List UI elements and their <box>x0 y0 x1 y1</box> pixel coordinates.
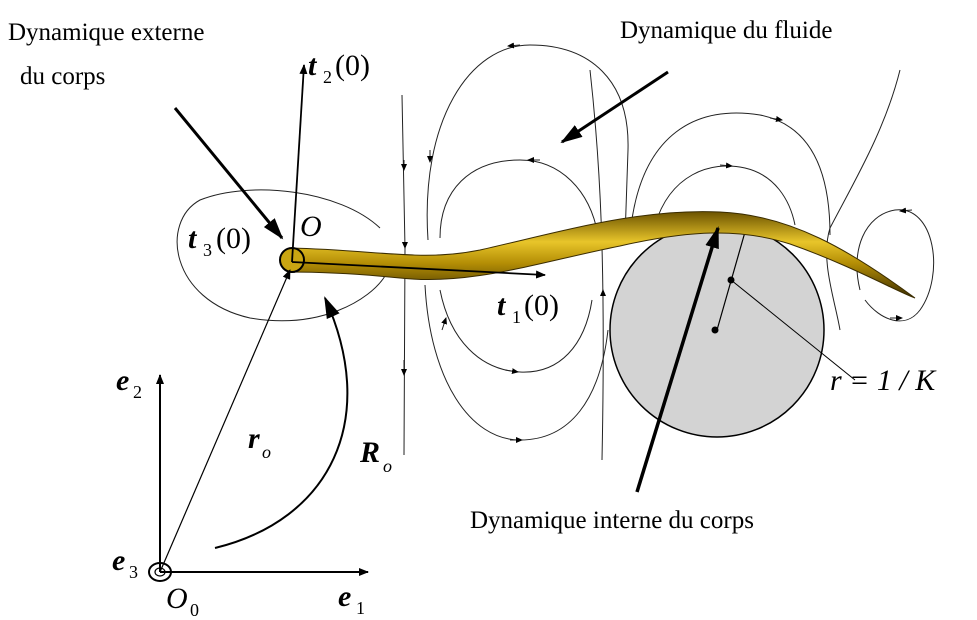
streamline-right-inner <box>654 165 796 226</box>
svg-text:r: r <box>248 422 260 455</box>
streamline-inner-lower <box>439 289 593 373</box>
t1-axis-arrow <box>291 261 546 279</box>
external-dynamics-pointer <box>173 107 284 240</box>
svg-text:(0): (0) <box>335 49 370 82</box>
internal-dynamics-pointer <box>635 226 720 493</box>
svg-text:o: o <box>383 456 392 476</box>
svg-text:t: t <box>188 222 198 255</box>
ro-vector <box>159 269 291 573</box>
svg-text:3: 3 <box>203 240 212 260</box>
svg-text:t: t <box>497 289 507 322</box>
streamline-separator-2 <box>589 69 604 461</box>
t2-axis-arrow <box>291 64 308 263</box>
fluid-streamlines <box>176 42 935 461</box>
label-t2: t 2 (0) <box>308 49 370 87</box>
radius-label-leader <box>730 279 856 381</box>
label-t1: t 1 (0) <box>497 289 559 327</box>
label-e1: e 1 <box>338 580 365 618</box>
fluid-dynamics-pointer <box>560 70 669 144</box>
streamline-outer-upper <box>426 44 629 241</box>
disc-center-dot <box>711 326 719 334</box>
caption-external-line1: Dynamique externe <box>8 19 204 46</box>
label-e3: e 3 <box>112 544 138 582</box>
svg-text:(0): (0) <box>216 222 251 255</box>
e3-axis-symbol-inner <box>154 567 166 577</box>
svg-text:(0): (0) <box>524 289 559 322</box>
svg-text:1: 1 <box>356 598 365 618</box>
label-ro: r o <box>248 422 271 462</box>
streamline-right-outer <box>629 112 831 236</box>
svg-text:1: 1 <box>512 307 521 327</box>
svg-text:e: e <box>338 580 351 613</box>
Ro-rotation-arc <box>214 296 349 549</box>
svg-text:0: 0 <box>190 600 199 620</box>
svg-text:t: t <box>308 49 318 82</box>
slender-body <box>289 211 916 299</box>
svg-text:o: o <box>262 442 271 462</box>
svg-text:3: 3 <box>129 562 138 582</box>
svg-text:e: e <box>112 544 125 577</box>
svg-text:e: e <box>116 364 129 397</box>
streamline-inner-upper <box>439 159 599 239</box>
label-e2: e 2 <box>116 364 142 402</box>
label-t3: t 3 (0) <box>188 222 251 260</box>
streamline-separator-3 <box>826 69 901 331</box>
svg-text:O: O <box>166 582 188 615</box>
svg-text:R: R <box>359 436 380 469</box>
caption-internal: Dynamique interne du corps <box>470 507 754 534</box>
label-Ro: R o <box>359 436 392 476</box>
svg-text:2: 2 <box>323 67 332 87</box>
label-radius: r = 1 / K <box>830 364 937 397</box>
caption-external-line2: du corps <box>20 63 105 90</box>
caption-fluid: Dynamique du fluide <box>620 17 832 44</box>
label-origin-fixed: O 0 <box>166 582 199 620</box>
label-origin-body: O <box>300 210 322 243</box>
e3-axis-symbol <box>148 562 172 582</box>
streamline-separator-1 <box>401 94 408 456</box>
svg-text:2: 2 <box>133 382 142 402</box>
